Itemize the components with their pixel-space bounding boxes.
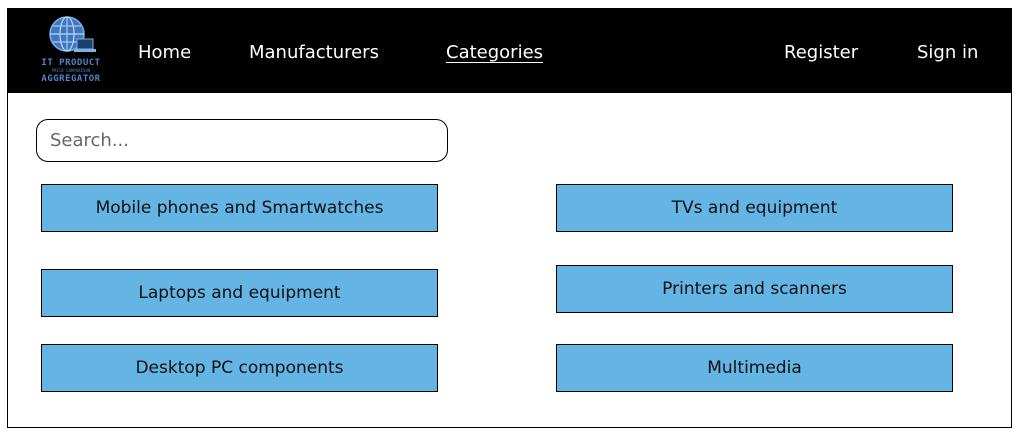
top-navbar: IT PRODUCT PRICE COMPARISON AGGREGATOR H… bbox=[8, 9, 1011, 93]
category-mobile-phones-button[interactable]: Mobile phones and Smartwatches bbox=[41, 184, 438, 232]
nav-register-link[interactable]: Register bbox=[784, 42, 859, 63]
logo-text-line1: IT PRODUCT bbox=[41, 58, 101, 68]
nav-categories-link[interactable]: Categories bbox=[446, 42, 544, 63]
logo-text-line3: AGGREGATOR bbox=[41, 74, 101, 84]
category-printers-button[interactable]: Printers and scanners bbox=[556, 265, 953, 313]
nav-home-link[interactable]: Home bbox=[138, 42, 192, 63]
nav-sign-in-link[interactable]: Sign in bbox=[917, 42, 979, 63]
nav-manufacturers-link[interactable]: Manufacturers bbox=[249, 42, 379, 63]
search-input[interactable] bbox=[36, 119, 448, 162]
globe-logo-icon bbox=[49, 16, 96, 52]
category-multimedia-button[interactable]: Multimedia bbox=[556, 344, 953, 392]
logo-text-line2: PRICE COMPARISON bbox=[51, 68, 91, 73]
category-desktop-pc-button[interactable]: Desktop PC components bbox=[41, 344, 438, 392]
page-frame: IT PRODUCT PRICE COMPARISON AGGREGATOR H… bbox=[7, 8, 1012, 428]
site-logo[interactable]: IT PRODUCT PRICE COMPARISON AGGREGATOR bbox=[31, 14, 111, 88]
category-tvs-button[interactable]: TVs and equipment bbox=[556, 184, 953, 232]
category-laptops-button[interactable]: Laptops and equipment bbox=[41, 269, 438, 317]
